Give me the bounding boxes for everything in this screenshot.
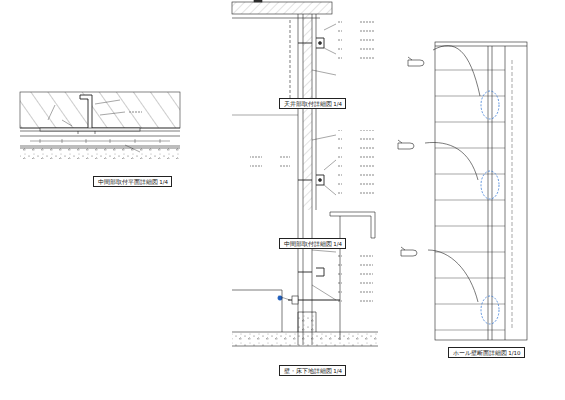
caption-text: 中間部取付詳細図 1/4 (284, 241, 341, 247)
caption-box: 壁・床下地詳細図 1/4 (279, 365, 346, 376)
caption-box: ホール壁断面詳細図 1/10 (448, 347, 525, 358)
caption-text: ホール壁断面詳細図 1/10 (453, 350, 520, 356)
caption-box: 中間部取付平面詳細図 1/4 (93, 176, 172, 187)
caption-text: 壁・床下地詳細図 1/4 (284, 368, 341, 374)
caption-text: 中間部取付平面詳細図 1/4 (98, 179, 167, 185)
caption-box: 中間部取付詳細図 1/4 (279, 238, 346, 249)
caption-text: 天井部取付詳細図 1/4 (284, 101, 341, 107)
caption-box: 天井部取付詳細図 1/4 (279, 98, 346, 109)
